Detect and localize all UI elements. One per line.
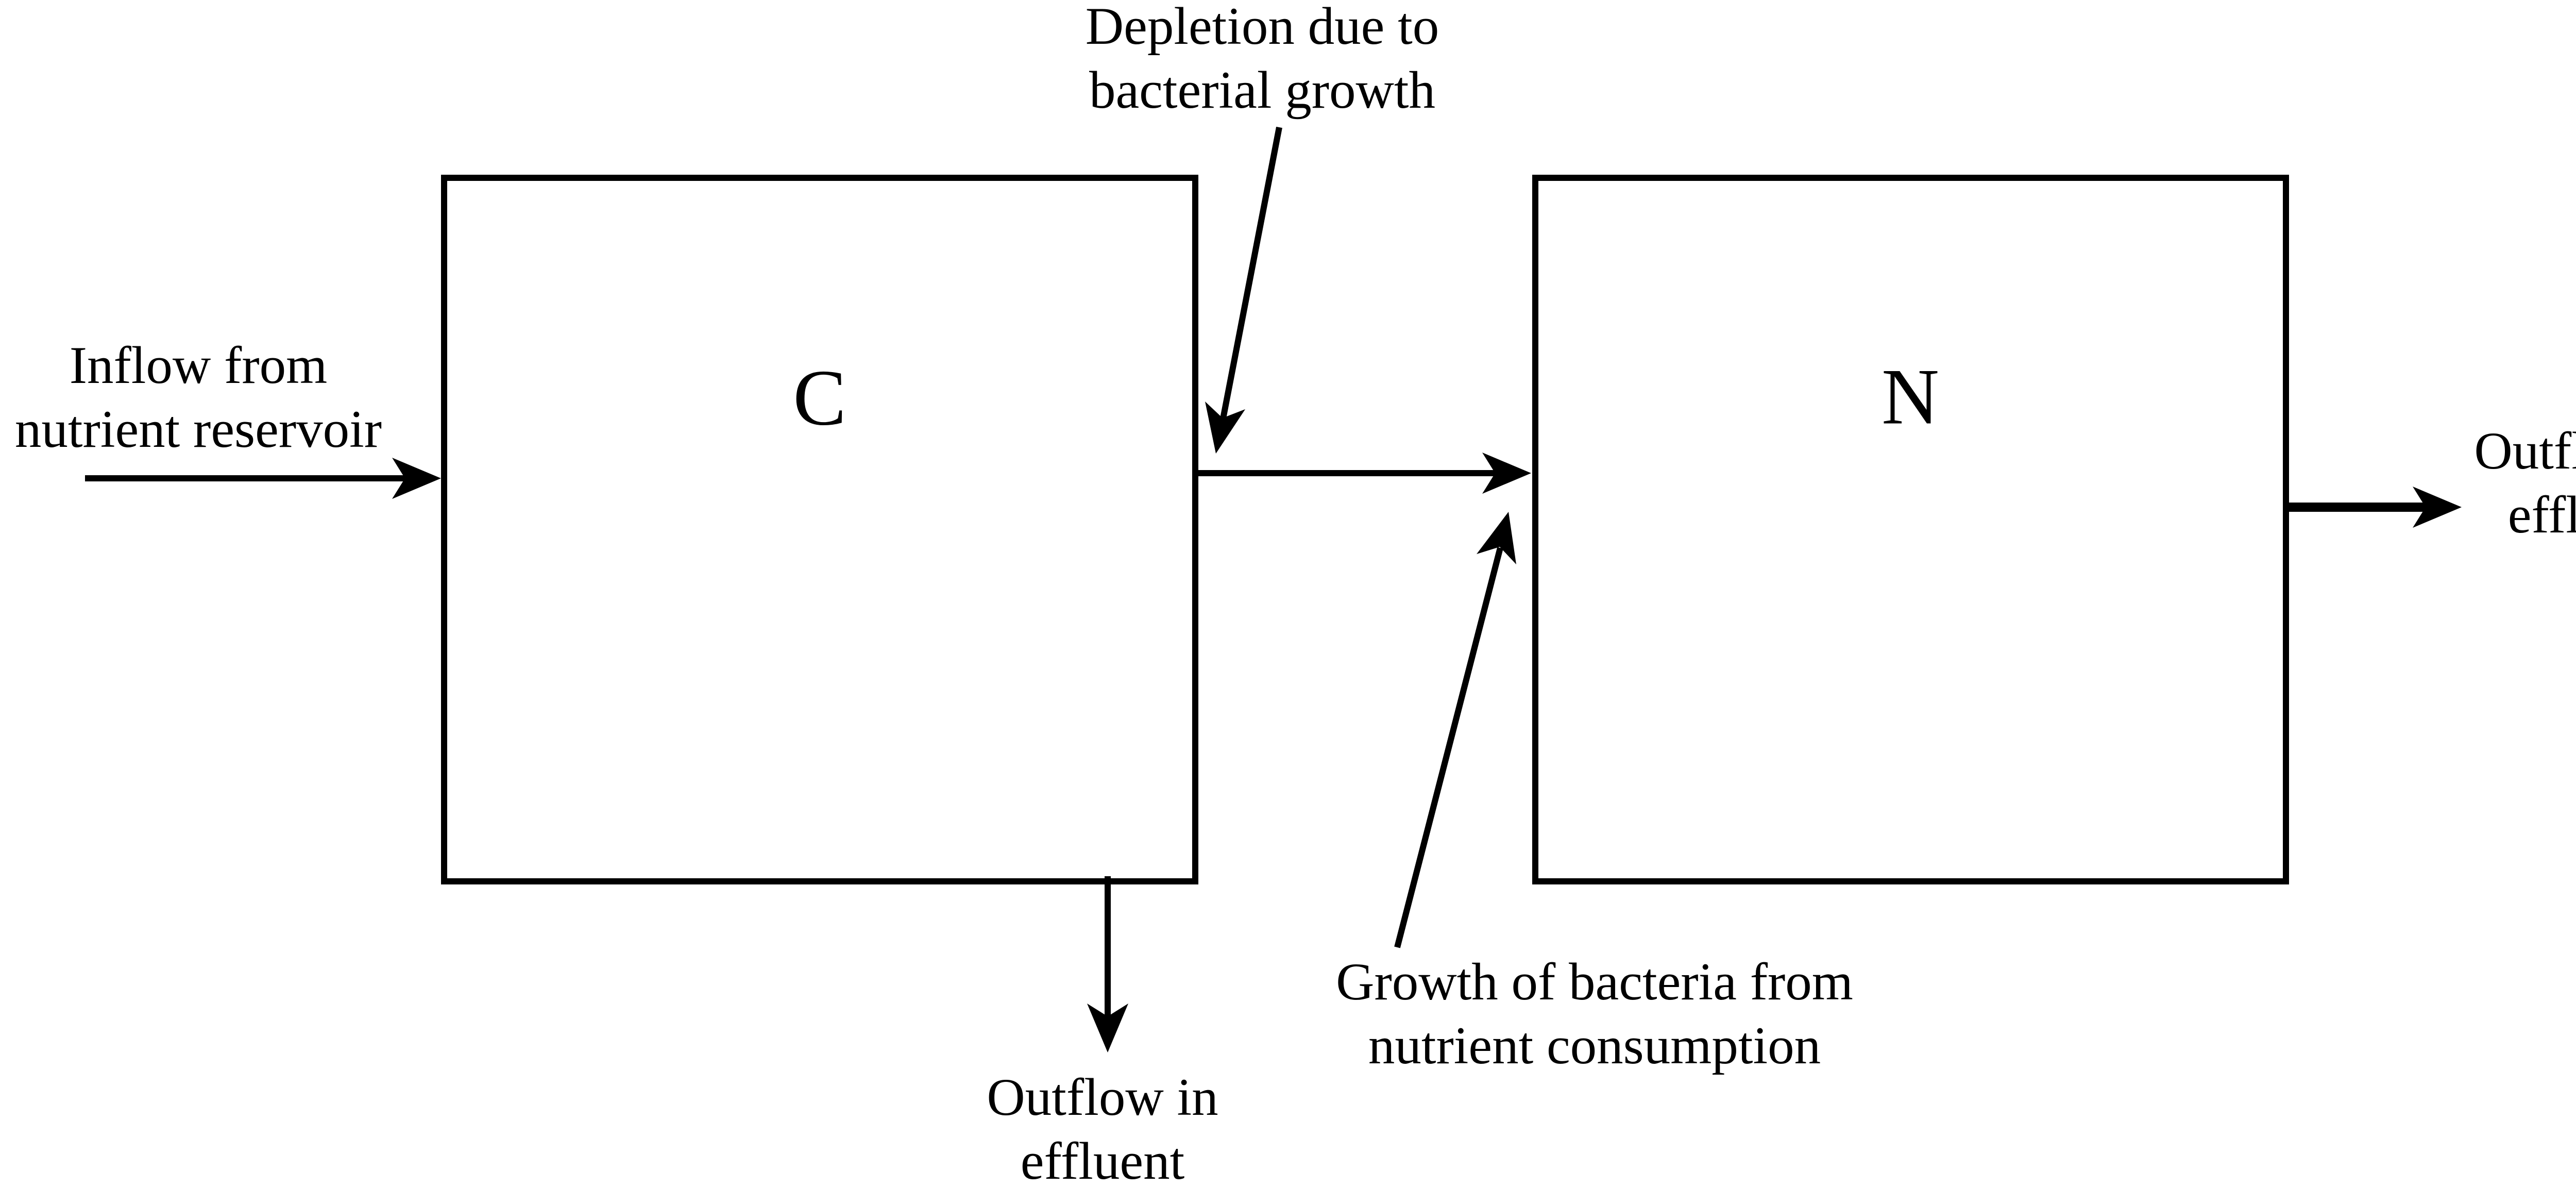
inflow-label-line1: Inflow from [69,336,328,395]
compartment-n-label: N [1882,352,1939,441]
depletion-label-line1: Depletion due to [1085,0,1439,56]
n-outflow-arrowhead [2413,487,2462,528]
inflow-arrow [85,458,441,499]
inflow-arrowhead [392,458,441,499]
n-outflow-label: Outflow in effluent [2474,420,2576,547]
growth-arrow [1394,512,1516,948]
growth-label-line1: Growth of bacteria from [1336,952,1853,1011]
c-outflow-label-line2: effluent [1020,1131,1185,1187]
inflow-label: Inflow from nutrient reservoir [15,334,382,461]
n-outflow-arrow [2286,487,2462,528]
c-outflow-label-line1: Outflow in [987,1068,1218,1127]
c-to-n-arrow [1196,453,1531,494]
compartment-c-box [441,175,1198,884]
c-outflow-arrowhead [1087,1004,1128,1052]
inflow-label-line2: nutrient reservoir [14,399,382,459]
growth-arrowhead [1477,512,1516,564]
depletion-arrowhead [1205,402,1245,454]
growth-label: Growth of bacteria from nutrient consump… [1336,950,1853,1078]
growth-arrow-shaft [1394,547,1503,948]
c-to-n-arrowhead [1482,453,1531,494]
depletion-label-line2: bacterial growth [1089,60,1436,120]
compartment-n-box [1532,175,2289,884]
c-outflow-label: Outflow in effluent [987,1066,1218,1187]
n-outflow-label-line1: Outflow in [2474,422,2576,480]
depletion-label: Depletion due to bacterial growth [1086,0,1439,122]
c-outflow-arrow [1087,876,1128,1052]
depletion-arrow-shaft [1220,126,1282,420]
compartment-c-label: C [793,353,846,442]
depletion-arrow [1205,126,1282,454]
growth-label-line2: nutrient consumption [1368,1016,1821,1075]
n-outflow-label-line2: effluent [2507,485,2576,544]
